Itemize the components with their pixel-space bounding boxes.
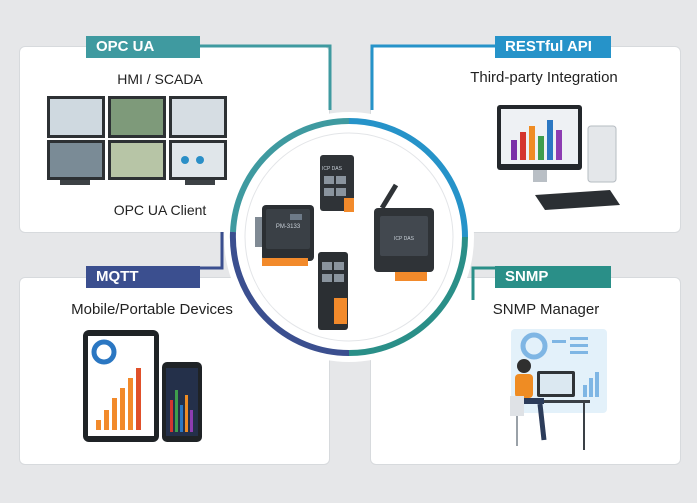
ring-arc-restful [348,118,468,238]
snmp-manager-label: SNMP Manager [492,301,600,318]
industrial-gateway-devices-icon [255,155,434,330]
third-party-integration-label: Third-party Integration [470,69,618,86]
center-disc [224,112,474,362]
monitor-wall-icon [47,96,227,185]
restful-api-tag: RESTful API [495,36,611,58]
device-label-2: ICP DAS [322,166,343,172]
mqtt-tag: MQTT [86,266,200,288]
ring-arc-snmp [348,236,468,356]
ring-arc-opc-ua [230,117,350,233]
opc-ua-tag: OPC UA [86,36,200,58]
mobile-portable-devices-label: Mobile/Portable Devices [71,301,233,318]
tablet-phone-icon [83,330,202,442]
desktop-computer-icon [497,105,620,210]
opc-ua-client-label: OPC UA Client [113,202,207,218]
device-label-1: PM-3133 [276,224,301,230]
snmp-tag: SNMP [495,266,611,288]
person-at-desk-icon [510,329,607,450]
device-label-3: ICP DAS [394,236,415,242]
ring-arc-mqtt [229,231,350,357]
hmi-scada-label: HMI / SCADA [117,71,203,87]
